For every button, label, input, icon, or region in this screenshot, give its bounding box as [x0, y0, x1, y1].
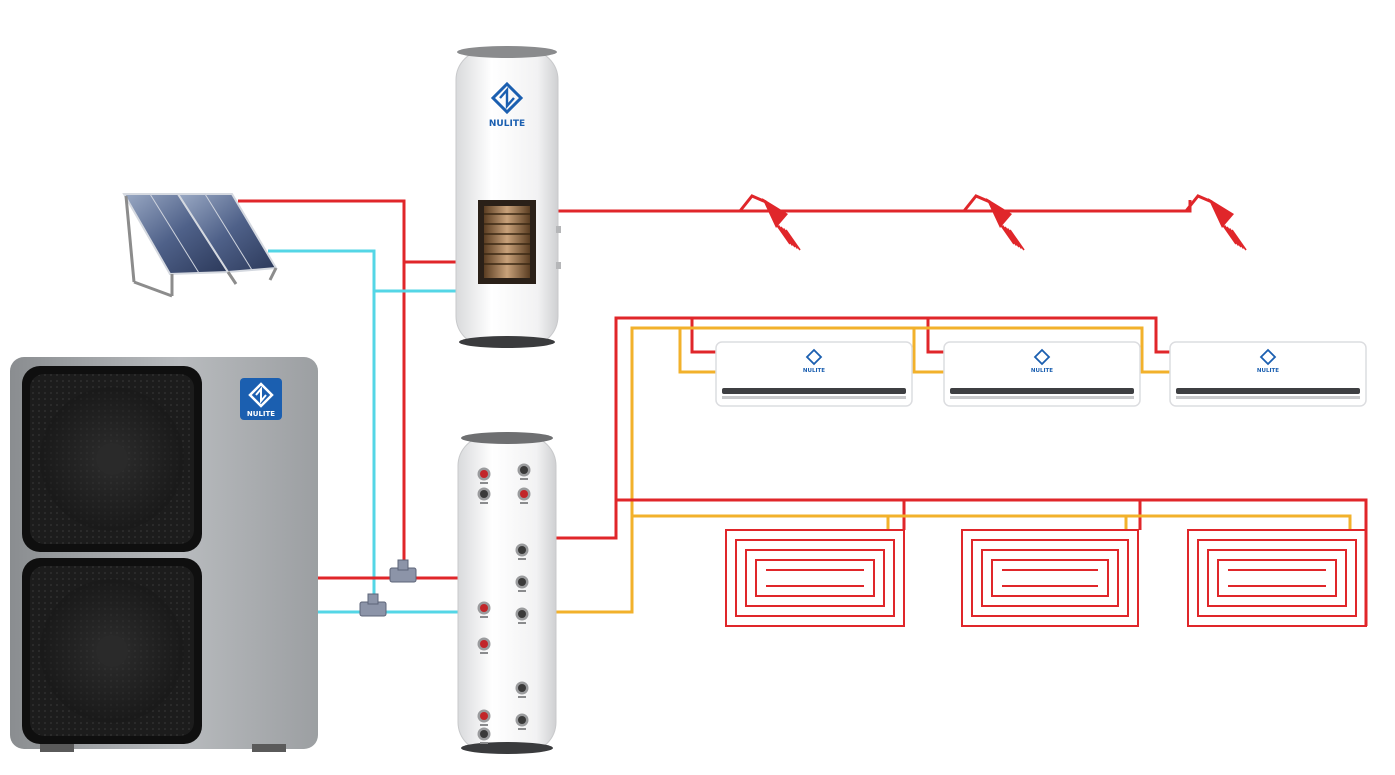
tank-port-icon: [477, 601, 491, 618]
tank-port-icon: [515, 543, 529, 560]
indoor-ac-units: NULITE NULITE NULITE: [715, 341, 1367, 407]
tank-port-icon: [477, 487, 491, 504]
pipe-connectors: [359, 559, 417, 617]
ac-unit-brand-label: NULITE: [803, 368, 825, 374]
heat-pump-logo-icon: NULITE: [240, 378, 282, 420]
floor-heating-coils: [725, 529, 1367, 627]
tank-port-icon: [517, 487, 531, 504]
shower-head-icon: [962, 194, 1025, 251]
wall-ac-unit-icon: NULITE: [1169, 341, 1367, 407]
tank-port-icon: [477, 637, 491, 654]
tank-port-icon: [477, 467, 491, 484]
tank-port-icon: [515, 713, 529, 730]
shower-heads: [738, 194, 1247, 251]
ac-unit-brand-label: NULITE: [1031, 368, 1053, 374]
dhw-tank-brand-label: NULITE: [489, 119, 525, 129]
buffer-tank-ports: [477, 463, 531, 744]
buffer-tank: [457, 432, 557, 754]
tank-port-icon: [477, 709, 491, 726]
tank-port-icon: [517, 463, 531, 480]
domestic-hot-water-pipe: [556, 200, 1192, 213]
heat-pump-icon: [10, 357, 318, 752]
solar-hot-pipe: [238, 199, 406, 570]
domestic-hot-water-tank: [455, 46, 561, 348]
wall-ac-unit-icon: NULITE: [943, 341, 1141, 407]
tank-port-icon: [477, 727, 491, 744]
ac-return-pipe: [556, 326, 1174, 614]
shower-head-icon: [1184, 194, 1247, 251]
underfloor-heating-coil-icon: [961, 529, 1139, 627]
shower-head-icon: [738, 194, 801, 251]
wall-ac-unit-icon: NULITE: [715, 341, 913, 407]
ac-unit-brand-label: NULITE: [1257, 368, 1279, 374]
solar-panel-icon: [122, 193, 278, 298]
floor-heating-return-pipe: [632, 514, 1352, 530]
tee-connector-hot-stem: [397, 559, 409, 571]
tank-port-icon: [515, 575, 529, 592]
dhw-tank-logo-icon: NULITE: [489, 81, 525, 129]
heat-pump-brand-label: NULITE: [247, 410, 275, 418]
tank-port-icon: [515, 681, 529, 698]
underfloor-heating-coil-icon: [725, 529, 905, 627]
underfloor-heating-coil-icon: [1187, 529, 1367, 627]
tee-connector-cold-stem: [367, 593, 379, 605]
tank-coil-icon: [484, 206, 530, 278]
tank-port-icon: [515, 607, 529, 624]
solar-cold-pipe: [268, 249, 376, 600]
